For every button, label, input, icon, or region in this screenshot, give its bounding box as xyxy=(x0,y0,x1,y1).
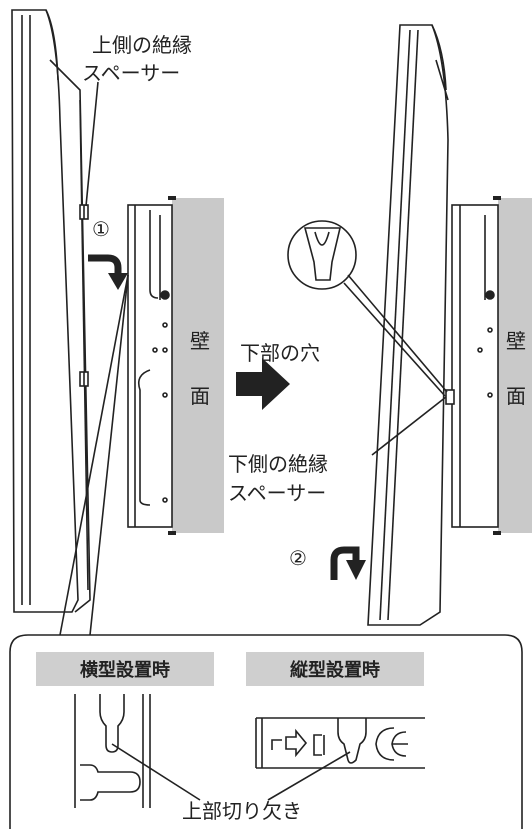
right-wall-char-2: 面 xyxy=(506,384,526,408)
notch-leader-portrait xyxy=(267,751,351,801)
left-bracket xyxy=(127,196,176,535)
step1-arrow xyxy=(88,254,122,275)
step2-marker: ② xyxy=(289,546,307,570)
landscape-notch-drawing xyxy=(74,694,151,808)
upper-notch-label: 上部切り欠き xyxy=(182,799,302,823)
upper-spacer-leader xyxy=(85,81,99,207)
portrait-notch-drawing xyxy=(255,717,425,769)
portrait-header-bg xyxy=(246,652,424,686)
left-display xyxy=(11,9,91,613)
lower-hole-label: 下部の穴 xyxy=(240,341,320,365)
transition-arrow xyxy=(236,358,290,410)
right-wall xyxy=(498,198,532,533)
landscape-header: 横型設置時 xyxy=(80,659,170,681)
lower-spacer-label-2: スペーサー xyxy=(228,481,326,505)
lower-spacer-right xyxy=(445,389,455,405)
landscape-header-bg xyxy=(36,652,214,686)
upper-spacer-label-1: 上側の絶縁 xyxy=(92,33,192,57)
right-display xyxy=(367,24,455,626)
left-wall xyxy=(172,198,224,533)
left-scene xyxy=(11,9,224,636)
lower-spacer-label-1: 下側の絶縁 xyxy=(228,452,328,476)
step2-arrow xyxy=(330,546,360,580)
notch-detail-inset: 横型設置時 縦型設置時 上部切り欠き xyxy=(9,634,523,829)
left-wall-char-2: 面 xyxy=(190,384,210,408)
step1-marker: ① xyxy=(92,217,110,241)
right-wall-char-1: 壁 xyxy=(506,329,526,353)
upper-spacer-label-2: スペーサー xyxy=(82,61,180,85)
lower-spacer-leader xyxy=(371,396,447,456)
right-bracket xyxy=(451,196,501,535)
portrait-header: 縦型設置時 xyxy=(290,659,380,681)
right-scene xyxy=(287,24,532,626)
notch-leader-landscape xyxy=(111,743,201,801)
left-wall-char-1: 壁 xyxy=(190,329,210,353)
